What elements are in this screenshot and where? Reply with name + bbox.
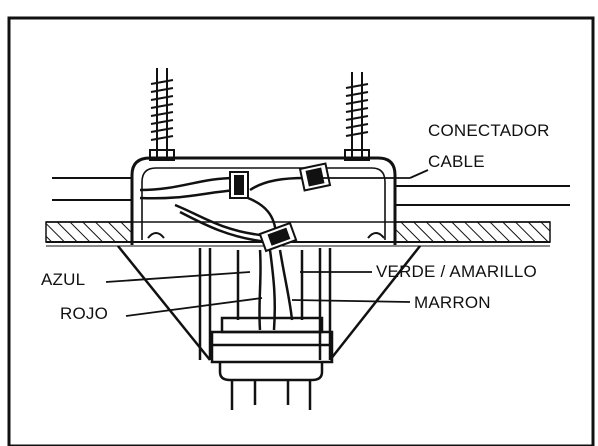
wire-connectors [229,162,332,253]
fixture-canopy [117,245,421,410]
label-green-yellow-wire: VERDE / AMARILLO [376,262,537,281]
label-blue-wire: AZUL [41,270,86,289]
side-cables [52,177,570,206]
right-screw [344,72,370,161]
label-brown-wire: MARRON [414,293,491,312]
junction-box [130,156,397,245]
outer-border [7,16,595,446]
label-connector-line2: CABLE [428,152,485,171]
label-red-wire: ROJO [60,304,109,323]
left-screw [149,68,175,161]
label-connector-line1: CONECTADOR [428,121,550,140]
ceiling-surface [45,221,551,247]
leader-lines [105,169,429,317]
internal-wires [139,176,306,331]
